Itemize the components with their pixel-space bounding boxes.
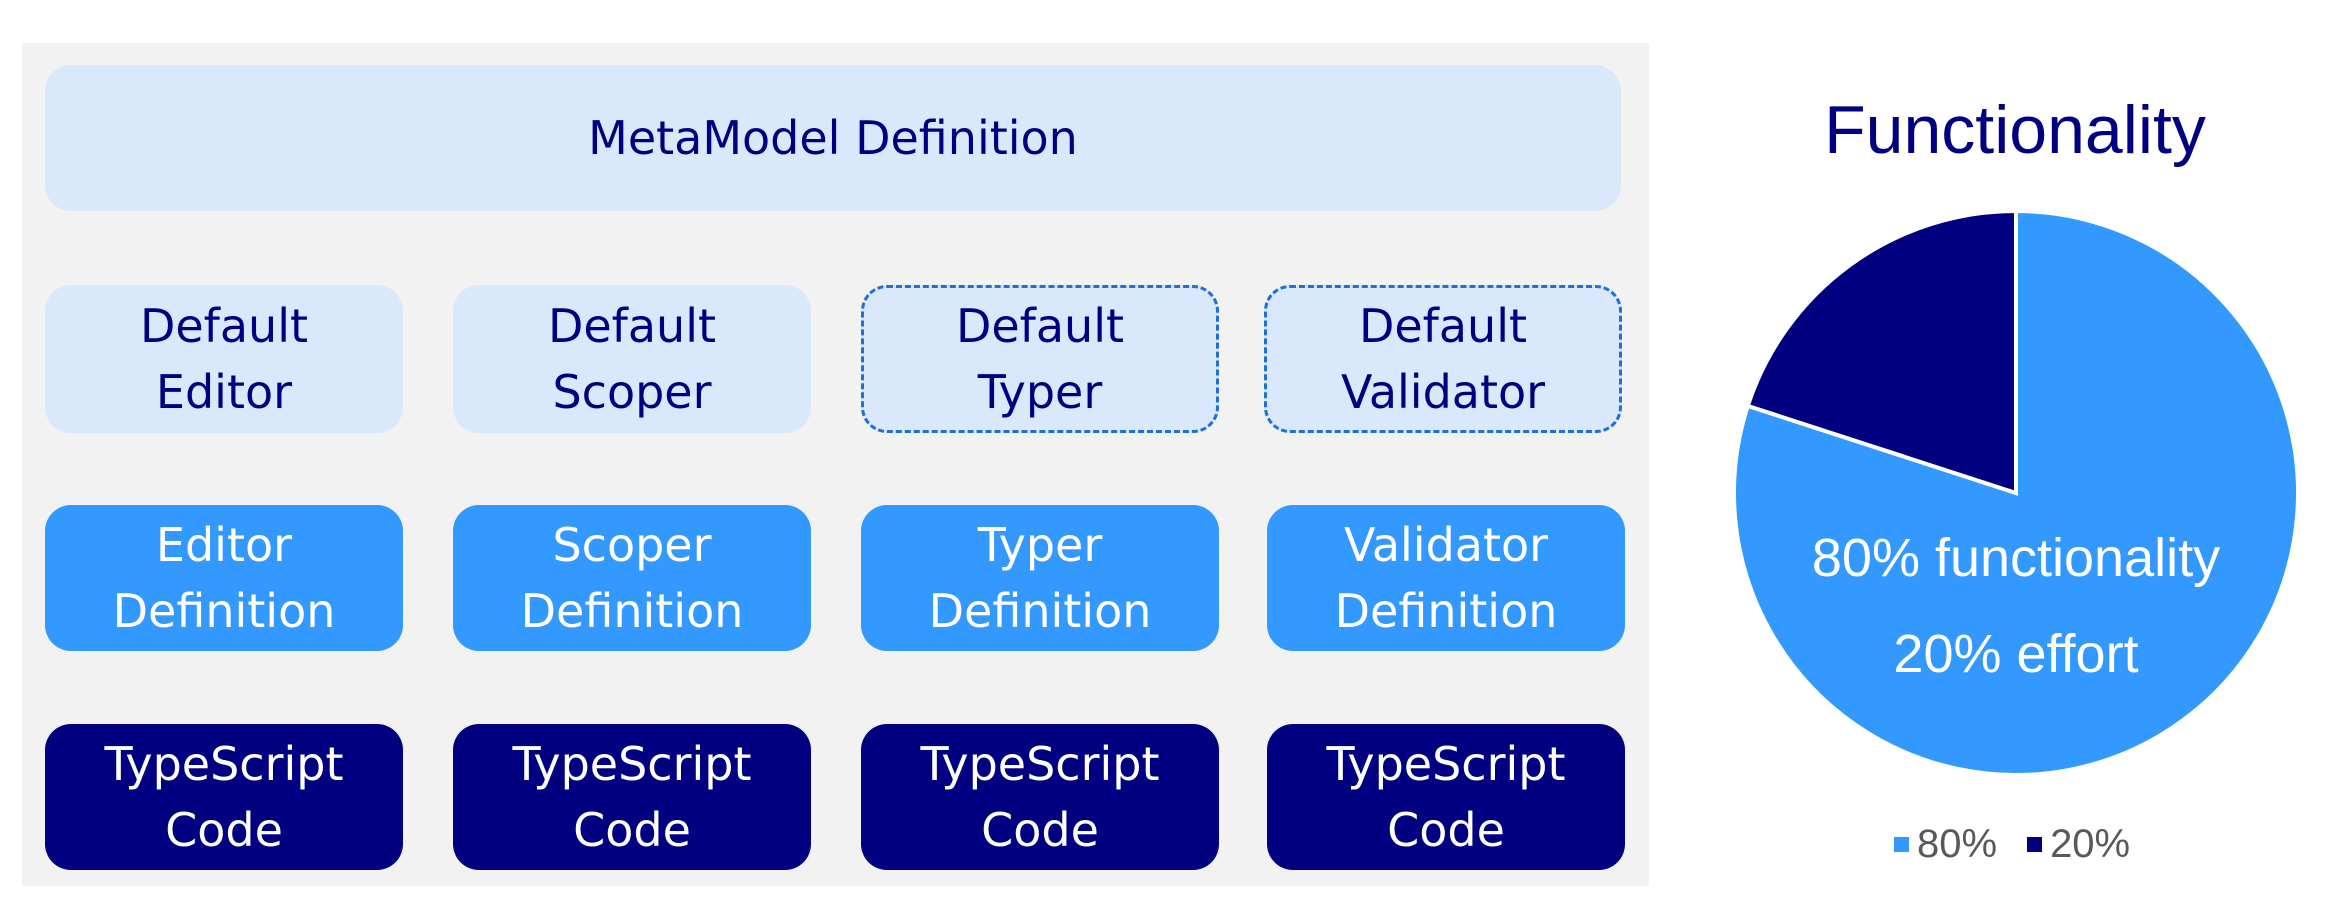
default-validator-box: Default Validator <box>1264 285 1622 433</box>
typescript-code-label-1: TypeScript Code <box>104 737 344 857</box>
typescript-code-box-4: TypeScript Code <box>1267 724 1625 870</box>
default-typer-box: Default Typer <box>861 285 1219 433</box>
validator-definition-label: Validator Definition <box>1334 518 1558 638</box>
scoper-definition-box: Scoper Definition <box>453 505 811 651</box>
chart-title: Functionality <box>1824 92 2206 168</box>
typescript-code-label-4: TypeScript Code <box>1326 737 1566 857</box>
typer-definition-box: Typer Definition <box>861 505 1219 651</box>
default-editor-label: Default Editor <box>139 299 309 419</box>
default-editor-box: Default Editor <box>45 285 403 433</box>
chart-legend: 80% 20% <box>1894 822 2160 867</box>
default-validator-label: Default Validator <box>1340 299 1546 419</box>
legend-label-80: 80% <box>1917 822 1998 866</box>
pie-annotation-effort: 20% effort <box>1893 624 2138 684</box>
legend-item-80: 80% <box>1894 822 1997 867</box>
typescript-code-box-2: TypeScript Code <box>453 724 811 870</box>
editor-definition-label: Editor Definition <box>112 518 336 638</box>
legend-swatch-80 <box>1894 837 1909 852</box>
typescript-code-box-1: TypeScript Code <box>45 724 403 870</box>
validator-definition-box: Validator Definition <box>1267 505 1625 651</box>
default-scoper-label: Default Scoper <box>547 299 717 419</box>
default-typer-label: Default Typer <box>955 299 1125 419</box>
editor-definition-box: Editor Definition <box>45 505 403 651</box>
scoper-definition-label: Scoper Definition <box>520 518 744 638</box>
legend-swatch-20 <box>2027 837 2043 852</box>
legend-item-20: 20% <box>2027 822 2130 867</box>
metamodel-definition-label: MetaModel Definition <box>588 111 1078 165</box>
metamodel-definition-box: MetaModel Definition <box>45 65 1621 211</box>
legend-label-20: 20% <box>2050 822 2131 866</box>
pie-annotation-functionality: 80% functionality <box>1812 528 2220 588</box>
default-scoper-box: Default Scoper <box>453 285 811 433</box>
typescript-code-box-3: TypeScript Code <box>861 724 1219 870</box>
typer-definition-label: Typer Definition <box>928 518 1152 638</box>
typescript-code-label-3: TypeScript Code <box>920 737 1160 857</box>
pie-slices <box>1732 208 2300 777</box>
typescript-code-label-2: TypeScript Code <box>512 737 752 857</box>
pie-slice-20 <box>1745 208 2018 496</box>
